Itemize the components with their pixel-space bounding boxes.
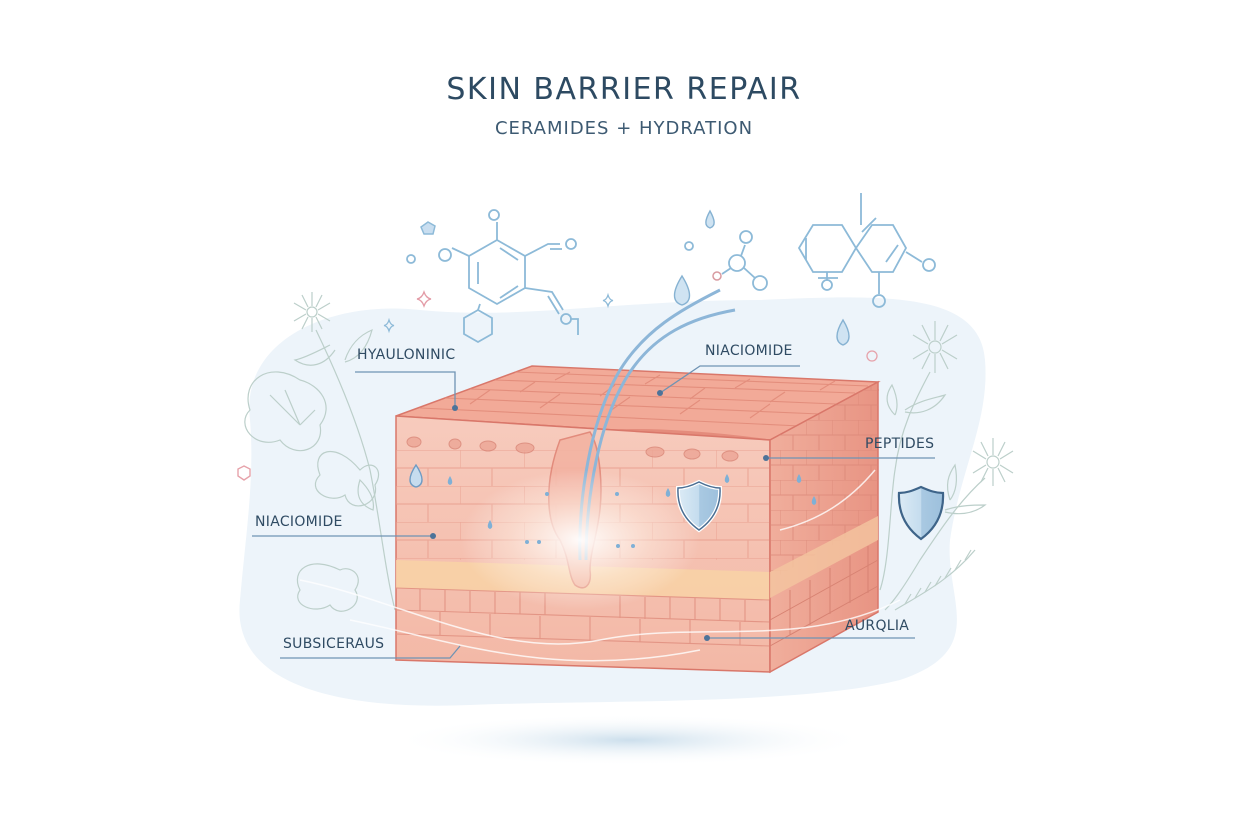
water-drop-icon	[409, 463, 423, 488]
molecule-icon	[406, 209, 579, 344]
leaf-icon	[244, 371, 327, 452]
shield-icon	[675, 479, 723, 533]
page-subtitle: CERAMIDES + HYDRATION	[494, 118, 754, 139]
leader-lines	[252, 365, 935, 659]
botanical-left	[244, 292, 396, 612]
label-niaciomide-left: NIACIOMIDE	[255, 514, 343, 530]
label-subsiceraus: SUBSICERAUS	[283, 636, 385, 652]
daisy-flower-icon	[972, 438, 1014, 486]
sparkle-icon	[383, 289, 614, 334]
molecule-icon	[797, 193, 936, 308]
molecule-icon	[684, 230, 768, 291]
floor-shadow	[390, 714, 870, 766]
water-drop-icon	[447, 474, 817, 548]
label-aurolia: AURQLIA	[845, 618, 910, 634]
daisy-flower-icon	[293, 292, 331, 332]
skin-block	[299, 288, 901, 674]
leader-dots	[430, 390, 769, 641]
shield-icon	[897, 485, 945, 541]
label-niaciomide-top: NIACIOMIDE	[705, 343, 793, 359]
atom-icon	[712, 271, 722, 281]
label-peptides: PEPTIDES	[865, 436, 935, 452]
page-title: SKIN BARRIER REPAIR	[446, 72, 802, 107]
hexagon-icon	[237, 465, 251, 481]
daisy-flower-icon	[912, 321, 958, 373]
label-hyaluronic: HYAULONINIC	[357, 347, 456, 363]
hexagon-icon	[420, 221, 436, 235]
botanical-right	[879, 321, 1014, 611]
ring-icon	[866, 350, 878, 362]
water-drop-icon	[673, 209, 850, 346]
